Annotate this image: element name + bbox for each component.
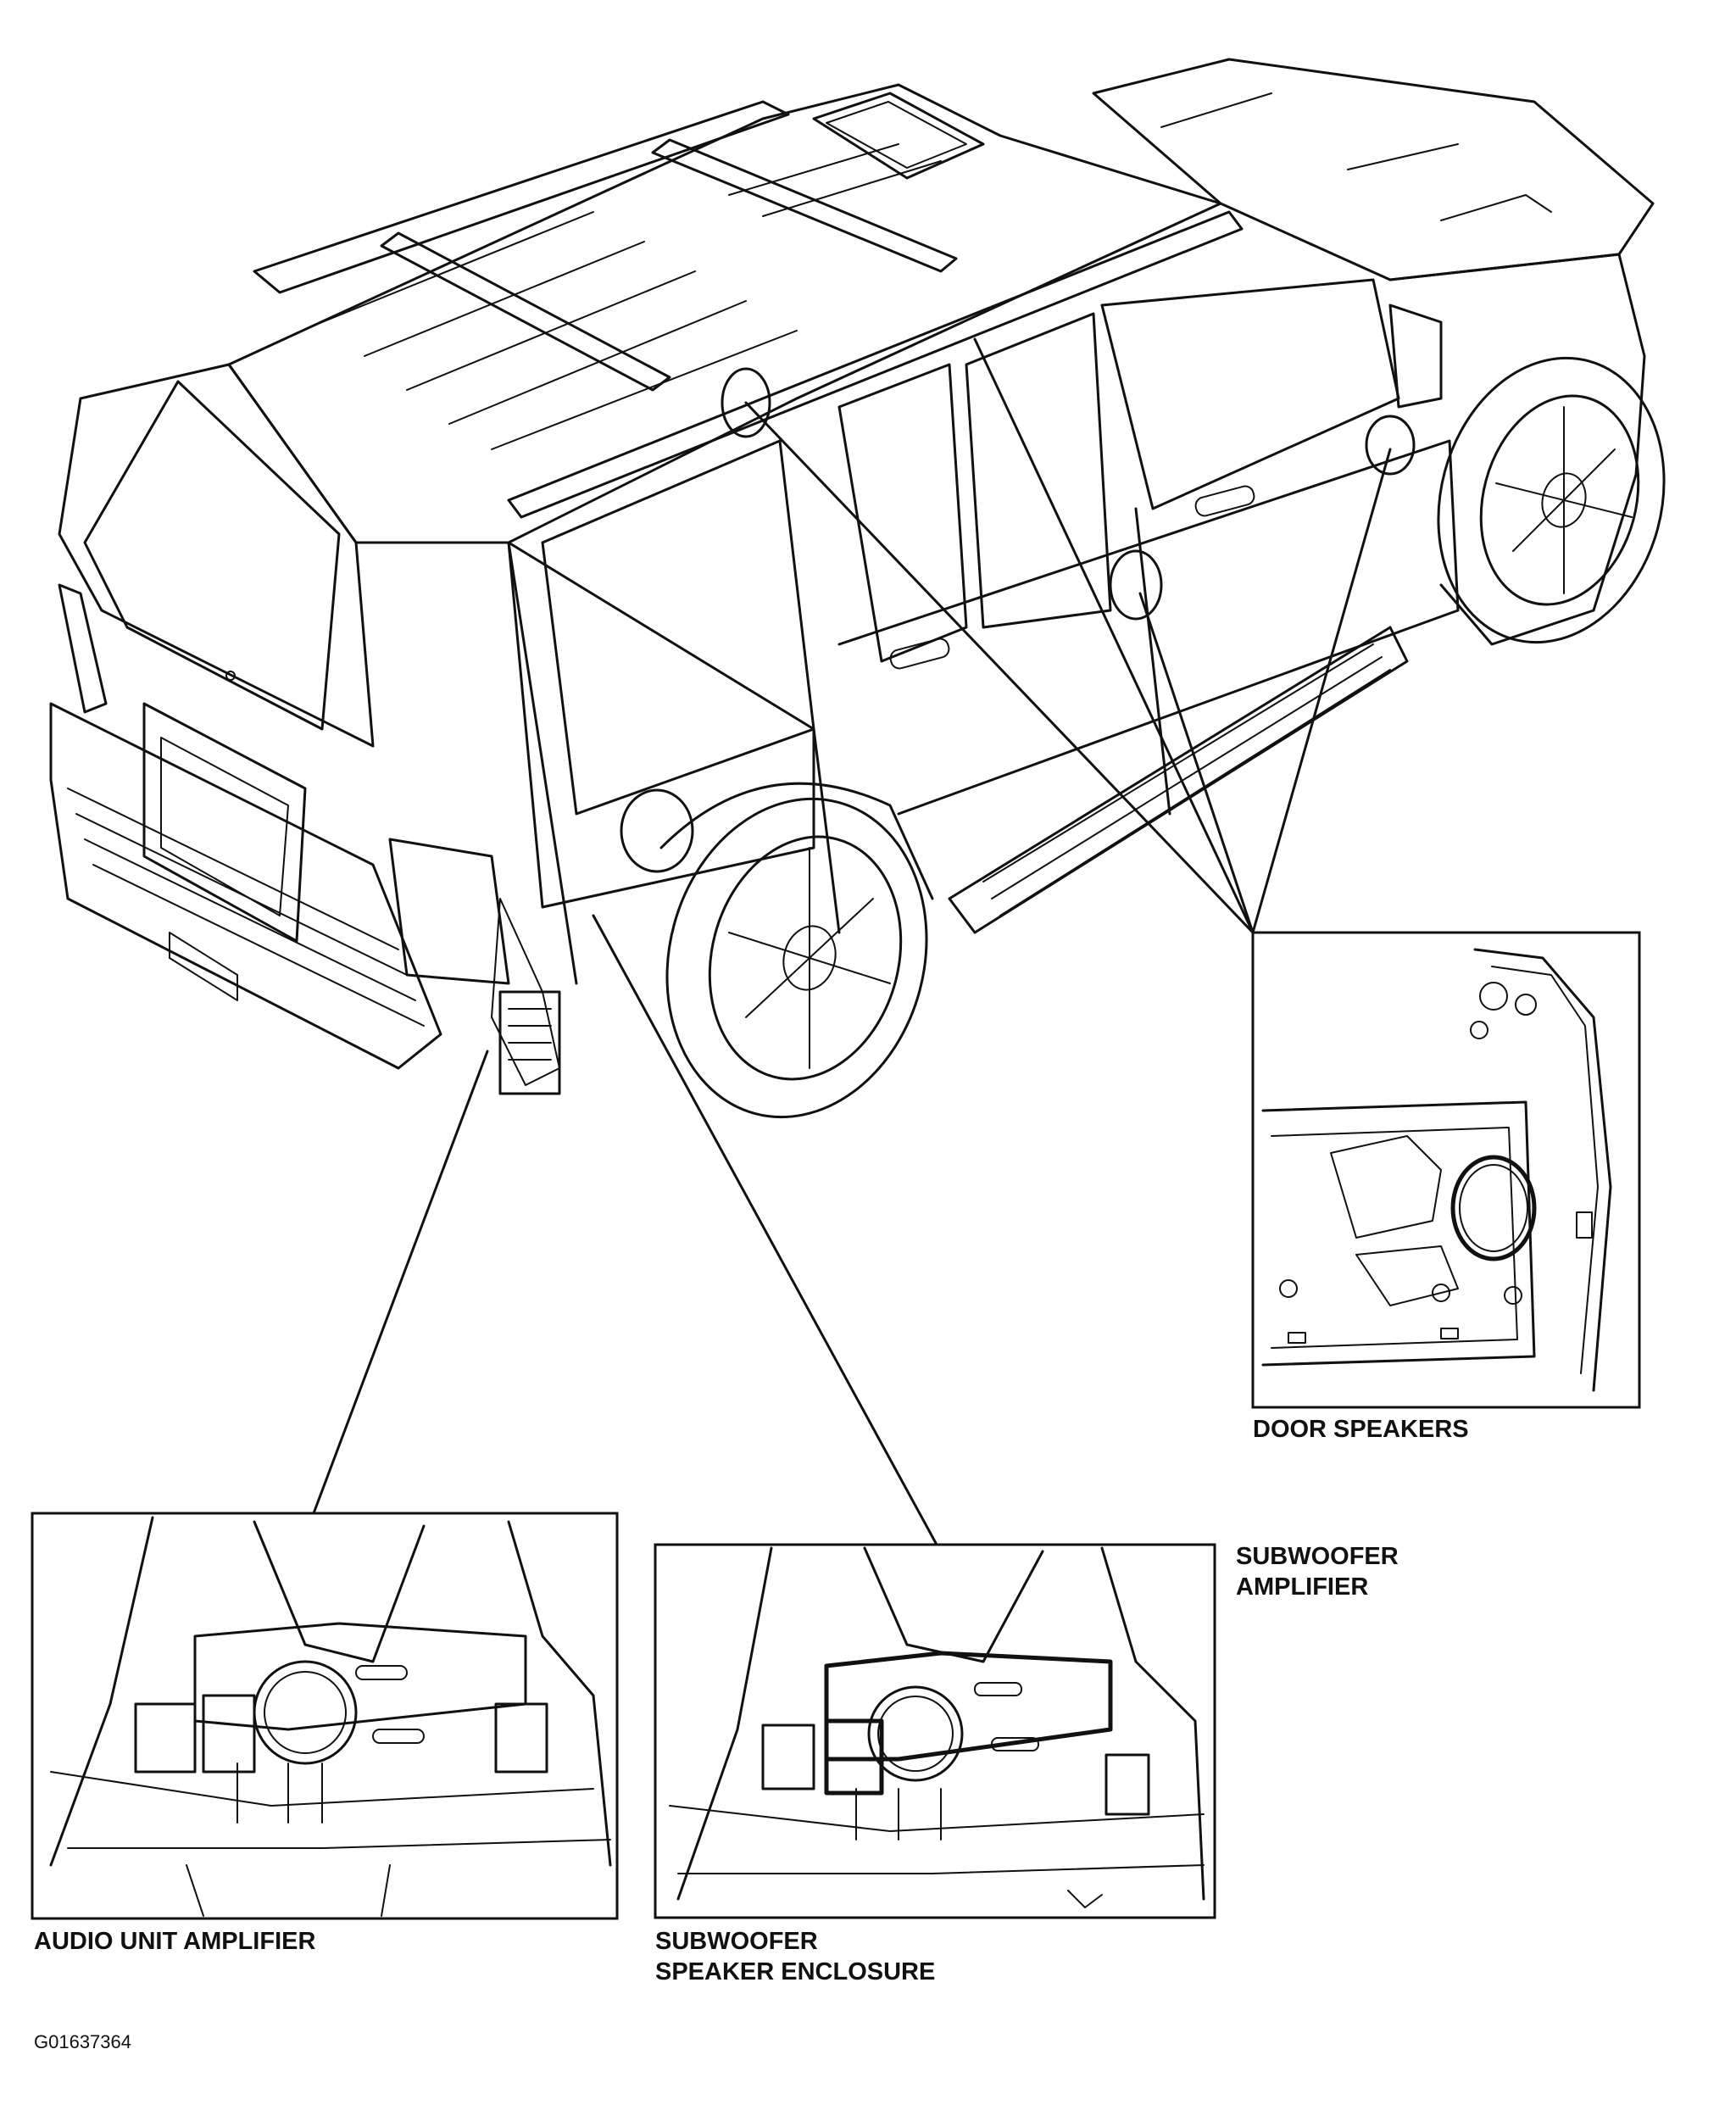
subwoofer-amplifier-label-line2: AMPLIFIER [1236, 1573, 1369, 1601]
door-speaker-icon [1450, 1155, 1537, 1261]
subwoofer-enclosure-label-line1: SUBWOOFER [655, 1928, 818, 1955]
rear-door-speaker-icon [1109, 549, 1163, 621]
subwoofer-enclosure-label-line2: SPEAKER ENCLOSURE [655, 1958, 936, 1985]
inset-subwoofer-enclosure [654, 1543, 1216, 1919]
amplifier-icon [498, 990, 561, 1095]
door-speakers-label: DOOR SPEAKERS [1253, 1416, 1469, 1443]
subwoofer-enclosure-label: SUBWOOFER SPEAKER ENCLOSURE [655, 1926, 935, 1987]
enclosure-subwoofer-icon [867, 1685, 964, 1782]
figure-code: G01637364 [34, 2031, 131, 2052]
inset-audio-unit-amplifier [31, 1512, 619, 1920]
audio-amplifier-icon [134, 1702, 197, 1774]
subwoofer-amplifier-label-line1: SUBWOOFER [1236, 1543, 1399, 1570]
inset-door-speakers [1251, 931, 1641, 1409]
roof-speaker-icon [721, 367, 771, 438]
subwoofer-amplifier-label: SUBWOOFER AMPLIFIER [1236, 1541, 1399, 1602]
callout-lines [312, 337, 1392, 1546]
front-door-speaker-icon [1365, 415, 1416, 476]
audio-unit-amplifier-label: AUDIO UNIT AMPLIFIER [34, 1928, 316, 1955]
subwoofer-icon [253, 1660, 358, 1765]
subwoofer-amplifier-icon [1104, 1753, 1150, 1816]
vehicle-illustration [49, 58, 1666, 1119]
